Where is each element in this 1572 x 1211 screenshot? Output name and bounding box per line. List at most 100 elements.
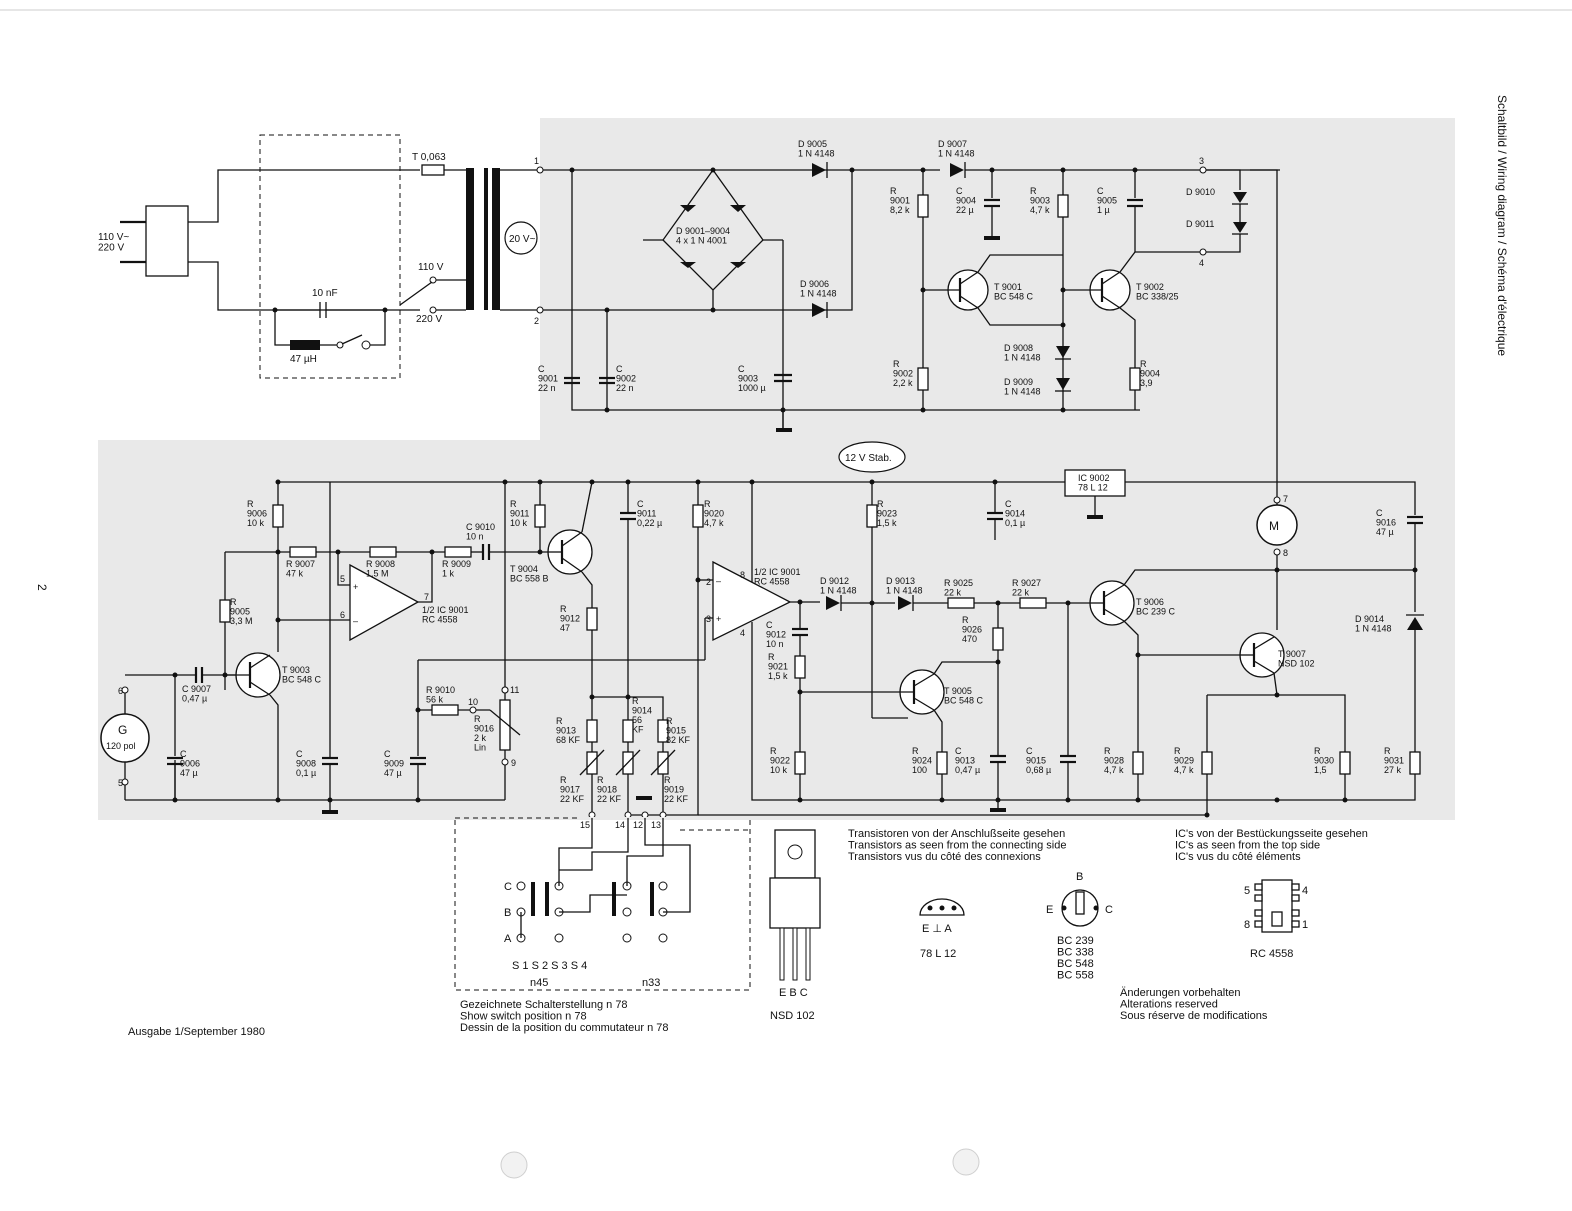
switch-n45: n45 bbox=[530, 977, 548, 989]
switch-labels: S 1 S 2 S 3 S 4 bbox=[512, 960, 587, 972]
label-D9010: D 9010 bbox=[1186, 187, 1215, 197]
transistor-view-note: Transistoren von der Anschlußseite geseh… bbox=[848, 828, 1066, 863]
opamp1-pin7: 7 bbox=[424, 592, 429, 602]
dip-pin8: 8 bbox=[1244, 919, 1250, 931]
secondary-voltage-marker bbox=[504, 221, 538, 255]
side-title: Schaltbild / Wiring diagram / Schéma d'é… bbox=[1495, 95, 1509, 356]
pin-3-label: 3 bbox=[1199, 156, 1204, 166]
fuse bbox=[421, 164, 445, 176]
pin-1-label: 1 bbox=[534, 156, 539, 166]
dip-pin5: 5 bbox=[1244, 885, 1250, 897]
tap-110-label: 110 V bbox=[418, 262, 444, 273]
dip-pin1: 1 bbox=[1302, 919, 1308, 931]
transformer-core bbox=[466, 168, 474, 310]
inductor-label: 47 µH bbox=[290, 354, 317, 365]
binder-hole-left bbox=[500, 1151, 528, 1179]
switch-n33: n33 bbox=[642, 977, 660, 989]
switch-row-C: C bbox=[504, 881, 512, 893]
mains-plug bbox=[145, 205, 189, 277]
tap-220-label: 220 V bbox=[416, 314, 442, 325]
opamp1-plus: + bbox=[353, 582, 358, 592]
transformer-core-2 bbox=[484, 168, 488, 310]
to92-emitter-label: E bbox=[1046, 904, 1053, 916]
pin-9: 9 bbox=[511, 758, 516, 768]
opamp2-plus: + bbox=[716, 614, 721, 624]
opamp2-pin3: 3 bbox=[706, 614, 711, 624]
pin-8: 8 bbox=[1283, 548, 1288, 558]
supply-section bbox=[543, 162, 1280, 500]
regulator-name: 78 L 12 bbox=[920, 948, 956, 960]
opamp2-pin4: 4 bbox=[740, 628, 745, 638]
switch-assembly bbox=[454, 817, 751, 991]
edition-label: Ausgabe 1/September 1980 bbox=[128, 1026, 265, 1038]
pin-7: 7 bbox=[1283, 494, 1288, 504]
stab-marker bbox=[838, 441, 906, 473]
secondary-voltage-label: 20 V~ bbox=[509, 234, 536, 245]
pin-12: 12 bbox=[633, 820, 643, 830]
generator-symbol bbox=[100, 713, 150, 763]
label-D9011: D 9011 bbox=[1186, 219, 1214, 229]
opamp2-pin8: 8 bbox=[740, 570, 745, 580]
to92-base-label: B bbox=[1076, 871, 1083, 883]
IC9002-box bbox=[1064, 469, 1126, 497]
shield-box bbox=[259, 134, 401, 379]
opamp2-minus: – bbox=[716, 576, 721, 586]
label-generator-poles: 120 pol bbox=[106, 741, 136, 751]
opamp1-minus: – bbox=[353, 616, 358, 626]
transformer-core-3 bbox=[492, 168, 500, 310]
opamp-IC9001a bbox=[349, 563, 420, 642]
fuse-label: T 0,063 bbox=[412, 152, 446, 163]
